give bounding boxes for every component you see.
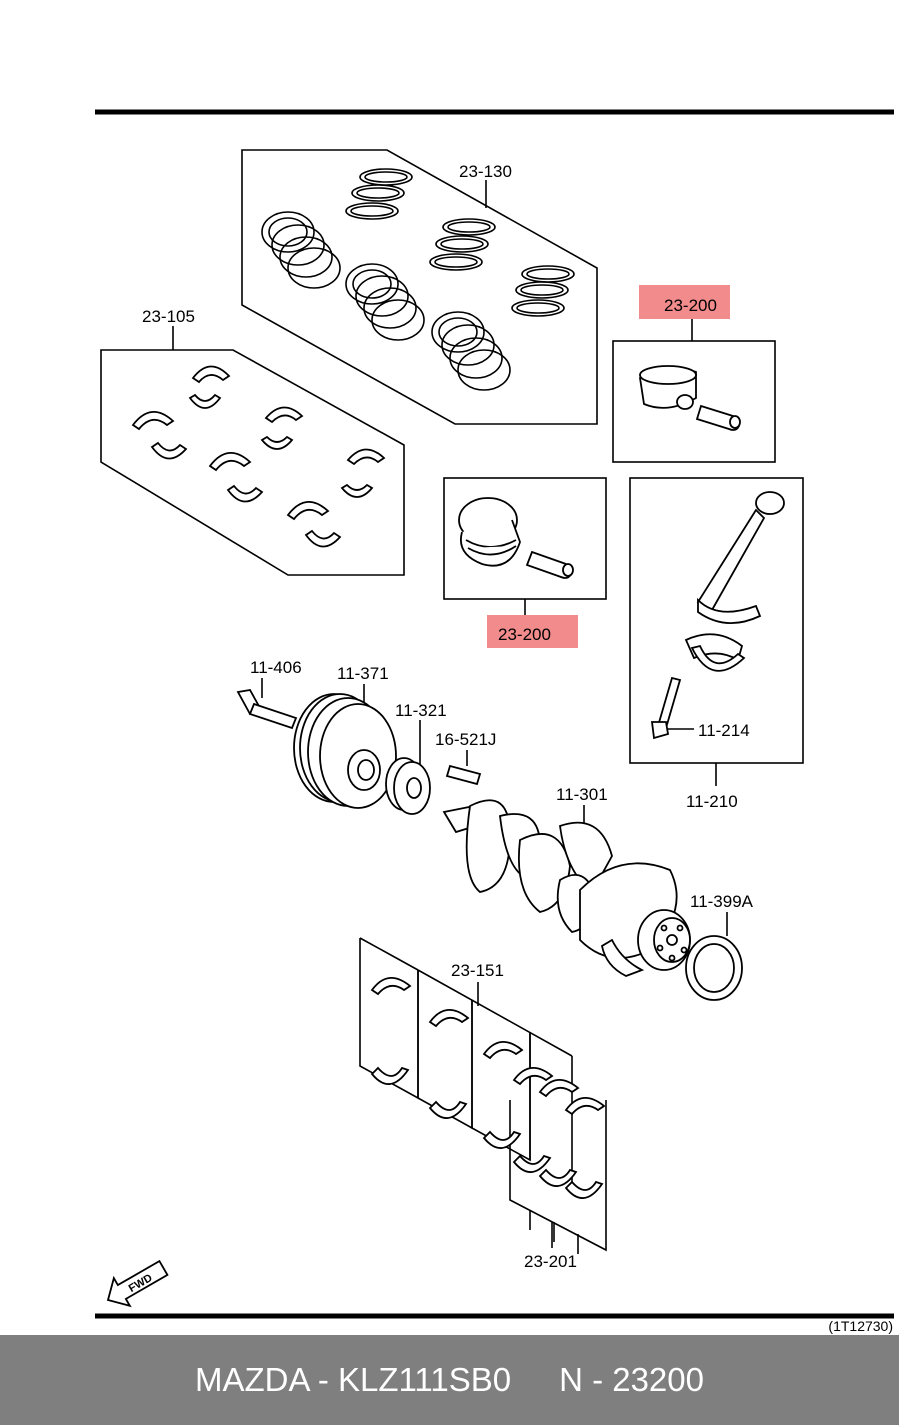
label-11-214: 11-214 [698,721,750,740]
crankshaft [442,799,691,977]
footer-part-number: MAZDA - KLZ111SB0 [195,1361,512,1398]
connecting-rod-box [629,477,804,764]
label-23-130: 23-130 [459,162,512,181]
fwd-arrow-icon: FWD [106,1259,169,1308]
crank-pulley [293,693,397,809]
label-11-210: 11-210 [686,792,738,811]
label-11-399a: 11-399A [690,892,754,911]
highlight-23-200-top [639,285,730,319]
label-16-521j: 16-521J [435,730,496,749]
piston-box-top [612,340,776,463]
rod-bearing-set-group [100,326,405,576]
label-23-200-top[interactable]: 23-200 [664,296,717,315]
label-23-201: 23-201 [524,1252,577,1271]
diagram-code: (1T12730) [828,1318,893,1334]
oil-seal [685,935,743,1001]
label-11-321: 11-321 [395,701,447,720]
woodruff-key [445,764,482,786]
footer-catalog-number: N - 23200 [559,1361,704,1398]
timing-sprocket [385,757,431,815]
label-23-105: 23-105 [142,307,195,326]
fwd-label: FWD [127,1272,155,1295]
main-bearing-set [359,937,607,1254]
highlight-23-200-mid [487,615,578,648]
label-23-151: 23-151 [451,961,504,980]
piston-ring-set-group [241,149,598,425]
piston-box-mid [443,477,607,600]
label-11-406: 11-406 [250,658,302,677]
label-23-200-mid[interactable]: 23-200 [498,625,551,644]
label-11-301: 11-301 [556,785,608,804]
footer-bar: MAZDA - KLZ111SB0 N - 23200 [0,1335,899,1425]
parts-diagram: 23-130 23-105 23-200 [95,109,894,1334]
label-11-371: 11-371 [337,664,389,683]
pulley-bolt [236,689,298,730]
